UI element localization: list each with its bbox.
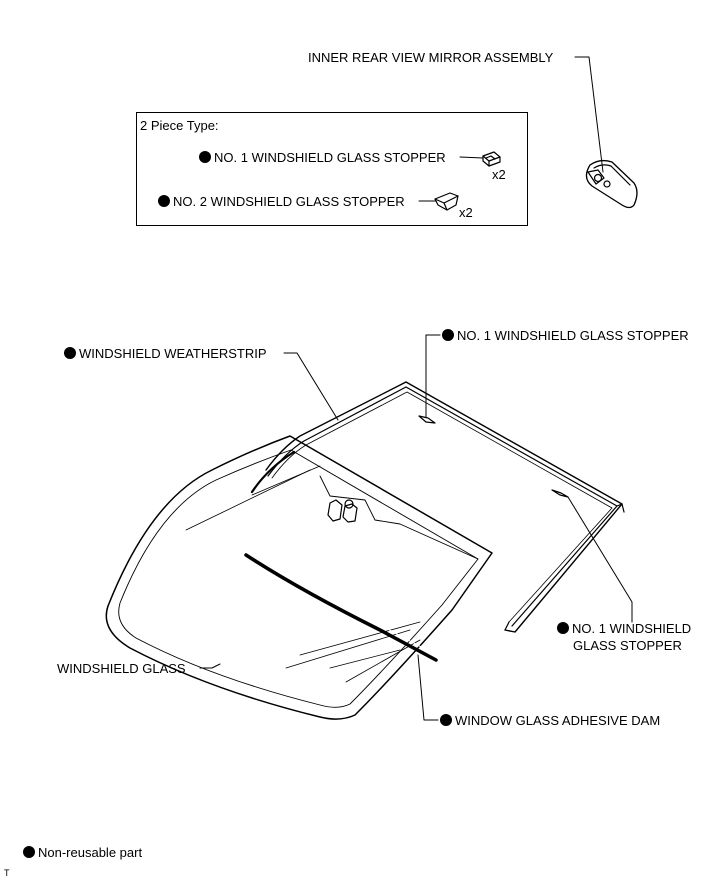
mirror-label: INNER REAR VIEW MIRROR ASSEMBLY (308, 50, 554, 65)
windshield-glass-label: WINDSHIELD GLASS (57, 661, 186, 676)
stopper1-qty: x2 (492, 167, 506, 182)
non-reusable-icon (158, 195, 170, 207)
adhesive-dam-label: WINDOW GLASS ADHESIVE DAM (440, 713, 660, 728)
adhesive-dam (244, 550, 439, 662)
stopper1-top-part (418, 415, 436, 424)
figure-id: T (4, 868, 10, 878)
legend-non-reusable: Non-reusable part (23, 845, 142, 860)
stopper1-right-leader (567, 496, 633, 623)
stopper1-right-part (551, 489, 569, 498)
inner-rear-view-mirror (585, 159, 638, 209)
non-reusable-icon (440, 714, 452, 726)
non-reusable-icon (64, 347, 76, 359)
stopper1-top-label: NO. 1 WINDSHIELD GLASS STOPPER (442, 328, 689, 343)
weatherstrip-label: WINDSHIELD WEATHERSTRIP (64, 346, 267, 361)
windshield-glass (105, 435, 493, 720)
mirror-leader (574, 56, 604, 173)
stopper2-box-label: NO. 2 WINDSHIELD GLASS STOPPER (158, 194, 405, 209)
stopper1-box-part (482, 151, 501, 167)
stopper1-right-label-line2: GLASS STOPPER (573, 638, 682, 653)
windshield-weatherstrip (265, 381, 625, 633)
stopper1-right-label: NO. 1 WINDSHIELD (557, 621, 691, 636)
non-reusable-icon (442, 329, 454, 341)
stopper2-qty: x2 (459, 205, 473, 220)
dam-leader (417, 654, 439, 721)
stopper1-box-label: NO. 1 WINDSHIELD GLASS STOPPER (199, 150, 446, 165)
non-reusable-icon (557, 622, 569, 634)
glass-leader (199, 663, 221, 669)
stopper2-box-part (434, 192, 459, 211)
weatherstrip-leader (283, 352, 339, 421)
non-reusable-icon (199, 151, 211, 163)
piece-type-heading: 2 Piece Type: (140, 118, 219, 133)
two-piece-type-box (136, 112, 528, 226)
stopper1-top-leader (425, 334, 441, 418)
non-reusable-icon (23, 846, 35, 858)
